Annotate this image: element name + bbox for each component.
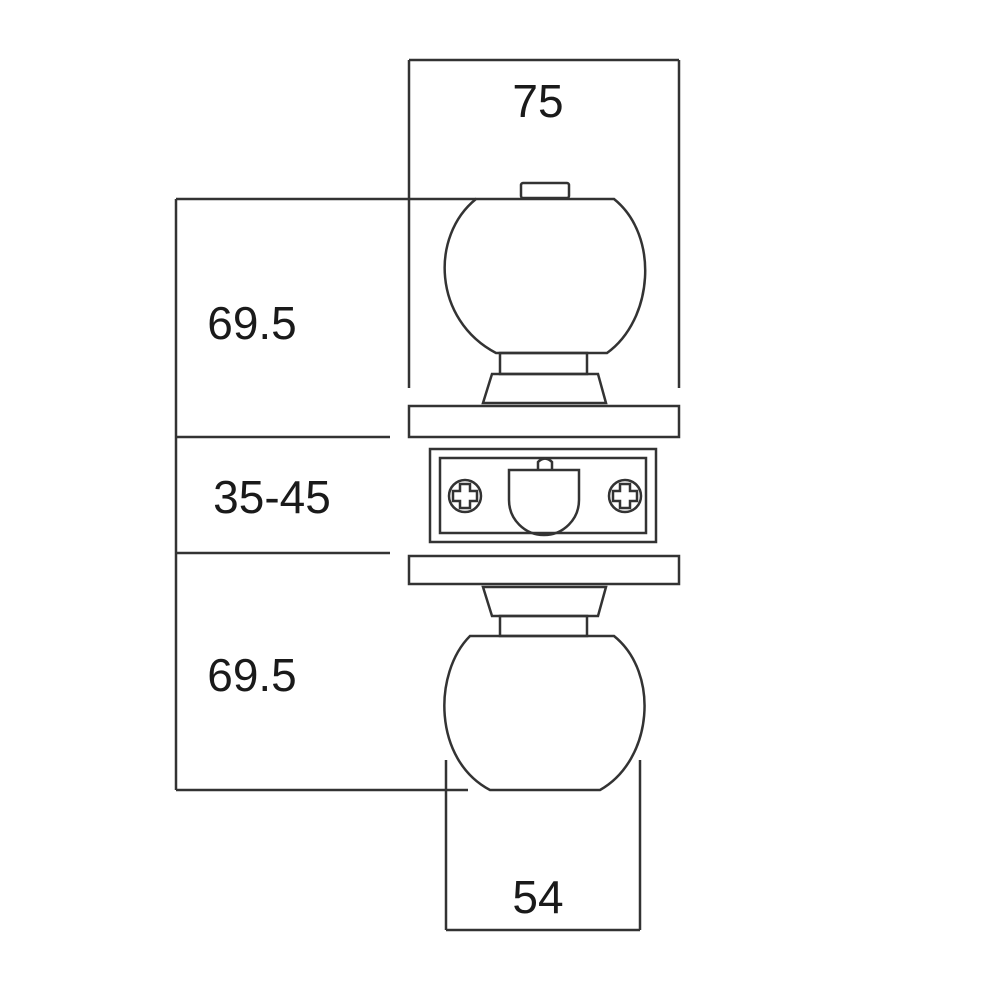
- top-knob-neck: [498, 351, 589, 376]
- dimension-overall-width-lines: [407, 58, 681, 388]
- latch-assembly: [428, 447, 658, 544]
- bottom-knob-neck: [498, 614, 589, 638]
- top-knob-collar: [481, 372, 608, 405]
- latch-face-plate: [428, 447, 658, 544]
- right-screw-icon: [607, 478, 643, 514]
- dimension-knob-diameter-lines: [444, 760, 642, 932]
- top-rose-plate: [407, 404, 681, 439]
- knob-diameter-label: 54: [512, 871, 563, 923]
- top-knob-ball: [443, 197, 647, 355]
- bottom-knob-assembly: [407, 554, 681, 792]
- left-screw-icon: [447, 478, 483, 514]
- top-knob-assembly: [407, 181, 681, 439]
- dimension-left-lines: [174, 197, 476, 792]
- latch-bolt: [507, 457, 581, 537]
- bottom-knob-collar: [481, 585, 608, 618]
- top-knob-projection-label: 69.5: [207, 297, 297, 349]
- bottom-knob-ball: [443, 634, 646, 792]
- overall-width-label: 75: [512, 75, 563, 127]
- top-knob-button: [519, 181, 571, 200]
- bottom-knob-projection-label: 69.5: [207, 649, 297, 701]
- bottom-rose-plate: [407, 554, 681, 586]
- door-thickness-label: 35-45: [213, 471, 331, 523]
